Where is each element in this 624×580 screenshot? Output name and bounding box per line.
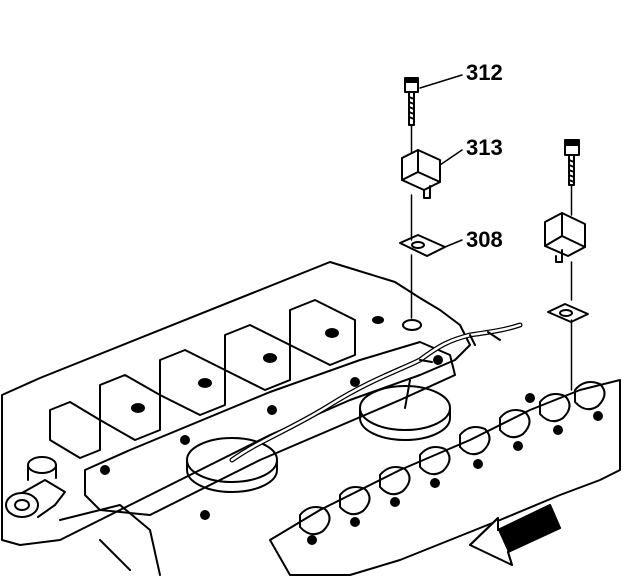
wiring-harness xyxy=(229,322,523,463)
leader-lines xyxy=(419,74,463,248)
rocker-arms xyxy=(299,381,606,536)
sensor-right xyxy=(544,212,586,263)
bolt-right xyxy=(564,139,580,186)
gasket-right xyxy=(547,303,589,323)
valley-cover xyxy=(84,341,456,516)
manifold-runners xyxy=(49,299,356,459)
sensor-313 xyxy=(401,149,441,199)
callout-308: 308 xyxy=(466,227,503,252)
callout-312: 312 xyxy=(466,60,503,85)
front-direction-arrow-icon xyxy=(469,504,561,566)
lower-left-bracket xyxy=(59,504,161,576)
manifold-base-plate xyxy=(1,261,471,546)
callout-313: 313 xyxy=(466,135,503,160)
runner-holes xyxy=(131,316,384,413)
cylinder-head xyxy=(269,379,621,576)
manifold-studs xyxy=(100,355,535,520)
round-covers xyxy=(186,385,451,493)
harness-branch xyxy=(404,331,501,409)
throttle-fitting xyxy=(5,456,66,518)
bolt-312 xyxy=(404,77,419,126)
head-bolt-holes xyxy=(307,411,603,545)
gasket-308 xyxy=(399,234,446,257)
sensor-bore-left xyxy=(402,319,422,331)
